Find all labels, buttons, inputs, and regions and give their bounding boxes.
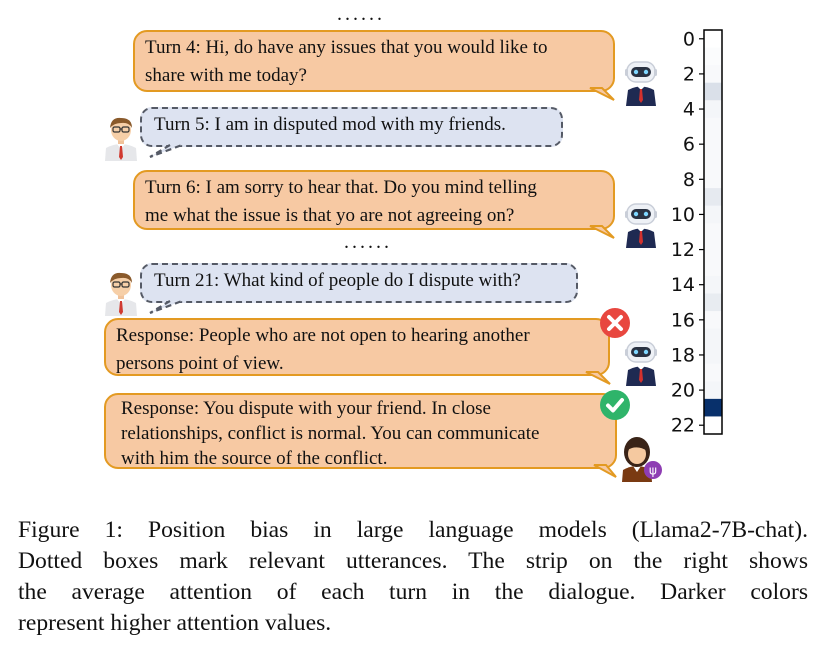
man-avatar-icon: [105, 117, 137, 161]
heatmap-tick-label: 18: [671, 344, 695, 366]
heatmap-cell: [704, 381, 722, 400]
bubble-line: with him the source of the conflict.: [121, 448, 388, 469]
heatmap-cell: [704, 65, 722, 84]
heatmap-cell: [704, 188, 722, 207]
man-avatar-icon: [105, 272, 137, 316]
ellipsis-top: ......: [337, 3, 385, 25]
heatmap-cell: [704, 223, 722, 242]
bubble-line: Turn 21: What kind of people do I disput…: [154, 270, 521, 291]
heatmap-tick-label: 8: [683, 169, 695, 191]
response-incorrect: Response: People who are not open to hea…: [104, 318, 610, 376]
svg-text:ψ: ψ: [649, 464, 657, 478]
heatmap-cell: [704, 205, 722, 224]
bubble-line: Turn 6: I am sorry to hear that. Do you …: [145, 177, 537, 198]
bubble-tail: [589, 87, 615, 101]
robot-avatar-icon: [625, 203, 657, 248]
heatmap-cell: [704, 416, 722, 435]
bubble-line: Response: You dispute with your friend. …: [121, 398, 491, 419]
bubble-tail: [149, 299, 183, 315]
bubble-line: Turn 5: I am in disputed mod with my fri…: [154, 114, 506, 135]
response-correct: Response: You dispute with your friend. …: [104, 393, 617, 469]
robot-avatar-icon: [625, 61, 657, 106]
heatmap-tick-label: 0: [683, 28, 695, 50]
heatmap-cell: [704, 240, 722, 259]
ellipsis-mid: ......: [344, 231, 392, 253]
heatmap-cell: [704, 170, 722, 189]
heatmap-cell: [704, 117, 722, 136]
red-x-icon: [600, 308, 630, 338]
dialogue-turn-6: Turn 6: I am sorry to hear that. Do you …: [133, 170, 615, 230]
heatmap-tick-label: 4: [683, 99, 695, 121]
heatmap-tick-label: 14: [671, 274, 695, 296]
heatmap-cell: [704, 47, 722, 66]
heatmap-cell: [704, 275, 722, 294]
bubble-line: Turn 4: Hi, do have any issues that you …: [145, 37, 548, 58]
heatmap-cell: [704, 346, 722, 365]
heatmap-cell: [704, 328, 722, 347]
dialogue-turn-4: Turn 4: Hi, do have any issues that you …: [133, 30, 615, 92]
green-check-icon: [600, 390, 630, 420]
bubble-tail: [589, 225, 615, 239]
caption-line: Figure 1: Position bias in large languag…: [18, 517, 808, 543]
heatmap-cell: [704, 293, 722, 312]
heatmap-cell: [704, 82, 722, 101]
dialogue-turn-5: Turn 5: I am in disputed mod with my fri…: [140, 107, 563, 147]
heatmap-tick-label: 12: [671, 239, 695, 261]
dialogue-turn-21: Turn 21: What kind of people do I disput…: [140, 263, 578, 303]
heatmap-cell: [704, 363, 722, 382]
therapist-avatar-icon: ψ: [622, 437, 662, 482]
heatmap-cell: [704, 30, 722, 49]
bubble-line: Response: People who are not open to hea…: [116, 325, 530, 346]
heatmap-cell: [704, 100, 722, 119]
bubble-line: share with me today?: [145, 65, 307, 86]
attention-heatmap: 0 2 4 6 8 10 12 14 16 18 20 22: [671, 28, 723, 437]
heatmap-cell: [704, 311, 722, 330]
heatmap-tick-label: 6: [683, 134, 695, 156]
bubble-line: me what the issue is that yo are not agr…: [145, 205, 515, 226]
caption-line: Dotted boxes mark relevant utterances. T…: [18, 548, 808, 574]
heatmap-cell: [704, 152, 722, 172]
bubble-line: persons point of view.: [116, 353, 284, 374]
heatmap-cell: [704, 135, 722, 154]
heatmap-cell: [704, 258, 722, 277]
bubble-tail: [585, 371, 611, 385]
heatmap-tick-label: 20: [671, 380, 695, 402]
caption-line: represent higher attention values.: [18, 610, 332, 636]
figure-caption: Figure 1: Position bias in large languag…: [18, 515, 808, 639]
heatmap-cell: [704, 398, 722, 417]
heatmap-tick-label: 16: [671, 309, 695, 331]
bubble-tail: [149, 143, 183, 159]
robot-avatar-icon: [625, 341, 657, 386]
heatmap-tick-label: 10: [671, 204, 695, 226]
bubble-line: relationships, conflict is normal. You c…: [121, 423, 540, 444]
caption-line: the average attention of each turn in th…: [18, 579, 808, 605]
heatmap-tick-label: 2: [683, 63, 695, 85]
bubble-tail: [593, 464, 617, 478]
heatmap-tick-label: 22: [671, 415, 695, 437]
